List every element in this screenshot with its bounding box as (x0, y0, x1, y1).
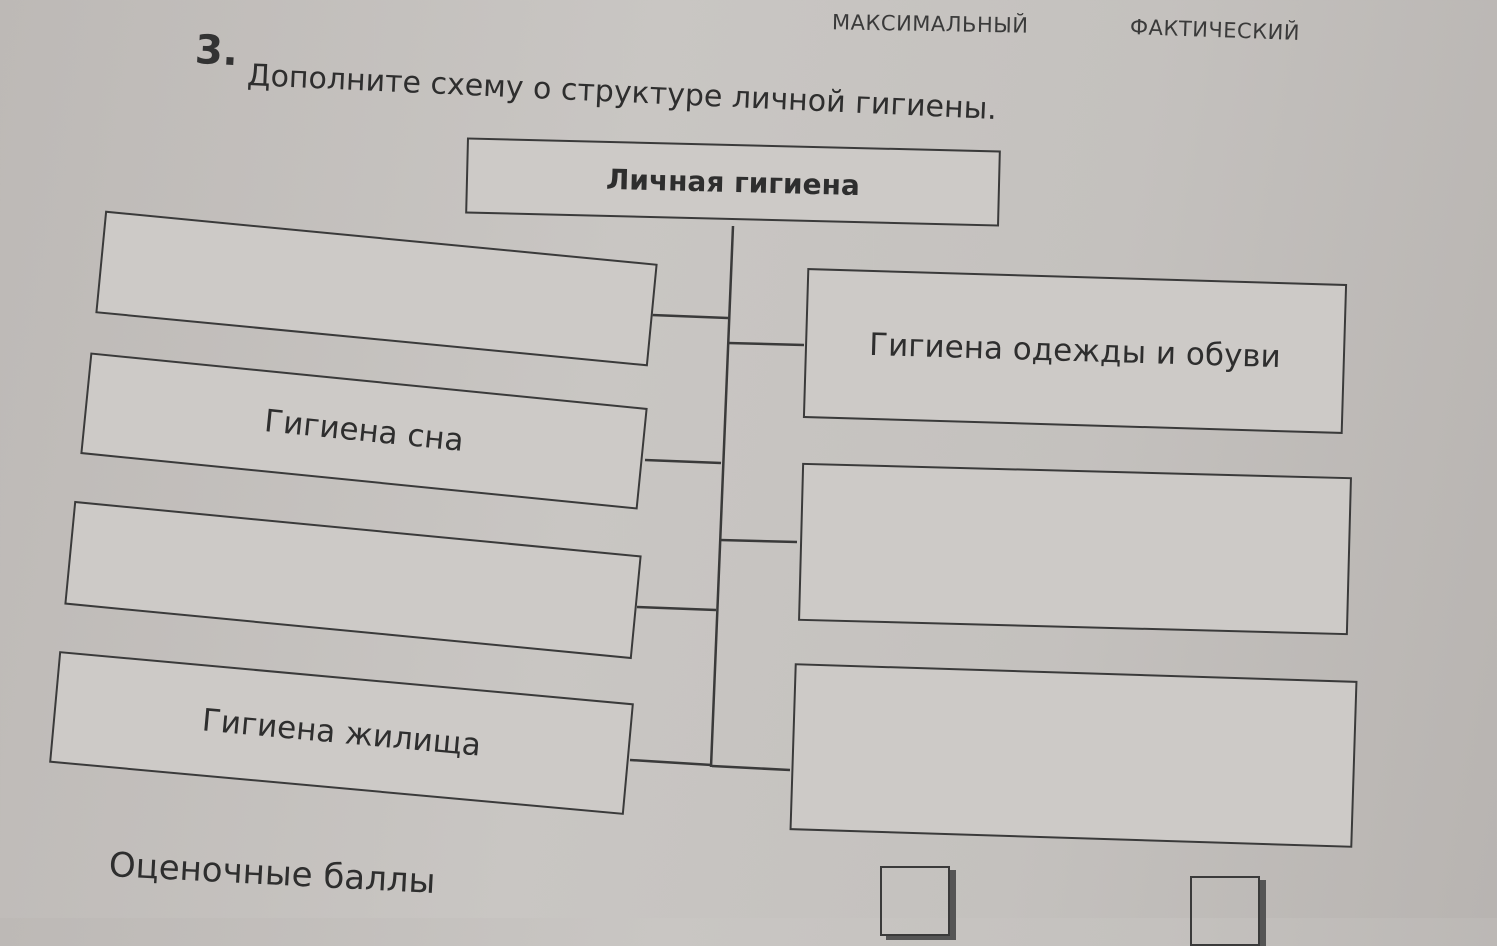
connector-left-2 (644, 458, 722, 465)
trunk-line (709, 225, 735, 768)
connector-lines (629, 225, 805, 772)
right-box-1: Гигиена одежды и обуви (802, 268, 1348, 434)
actual-score-box[interactable] (1190, 876, 1260, 946)
connector-left-1 (651, 313, 729, 320)
right-box-2[interactable] (798, 462, 1352, 636)
connector-left-3 (636, 605, 717, 612)
connector-right-3 (711, 764, 791, 772)
connector-left-4 (629, 758, 713, 767)
right-box-3[interactable] (789, 663, 1358, 848)
max-score-box[interactable] (880, 866, 950, 936)
root-box: Личная гигиена (465, 137, 1001, 227)
connector-right-2 (719, 538, 798, 544)
connector-right-1 (727, 341, 805, 347)
